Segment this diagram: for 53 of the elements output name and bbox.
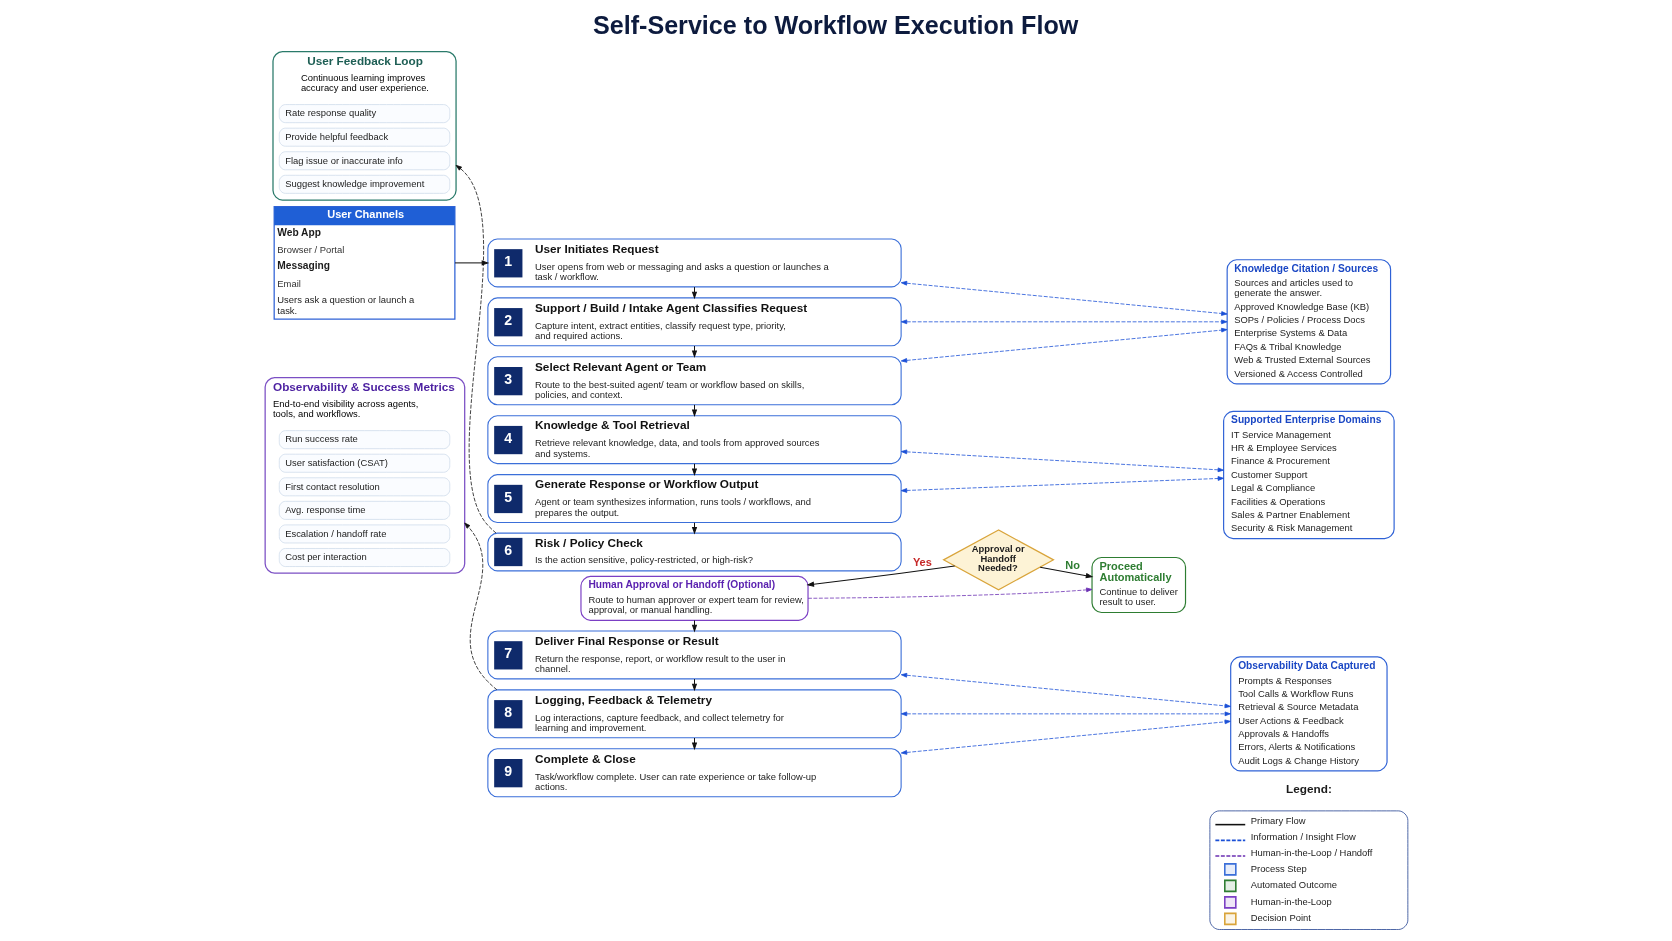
node-box: 7 Deliver Final Response or Result Return the response, report, or workflow result to the user in channel. (486, 630, 902, 680)
node-box: Knowledge Citation / Sources Sources and articles used to generate the answer. Approved Knowledge Base (KB) SOPs / Policies / Process Docs Enterprise Systems & Data FAQs & Tribal Knowledge Web & Trusted External Sources Versioned & Access Controlled (1226, 259, 1391, 385)
node-box: 9 Complete & Close Task/workflow complete. User can rate experience or take follow-up actions. (486, 748, 902, 798)
node-box: Human Approval or Handoff (Optional) Route to human approver or expert team for review, approval, or manual handling. (579, 575, 809, 621)
node-box: First contact resolution (278, 477, 450, 497)
node-box: Provide helpful feedback (278, 127, 450, 147)
arrow (900, 449, 1224, 473)
edge-label: No (1064, 558, 1080, 571)
arrow (806, 565, 955, 587)
node-box: 1 User Initiates Request User opens from web or messaging and asks a question or launches a task / workflow. (486, 238, 902, 288)
arrow (691, 678, 697, 692)
arrow (900, 476, 1224, 493)
node-box: Observability Data Captured Prompts & Responses Tool Calls & Workflow Runs Retrieval & Source Metadata User Actions & Feedback Approvals & Handoffs Errors, Alerts & Notifications Audit Logs & Change History (1229, 656, 1388, 772)
node-box: Flag issue or inaccurate info (278, 151, 450, 171)
node-box: 5 Generate Response or Workflow Output Agent or team synthesizes information, runs tools / workflows, and prepares the output. (486, 474, 902, 524)
node-diamond: Approval or Handoff Needed? (941, 529, 1055, 591)
arrow (455, 164, 496, 534)
label: Legend: (1285, 781, 1332, 795)
arrow (900, 319, 1227, 325)
arrow (807, 587, 1092, 599)
arrow (691, 286, 697, 300)
legend-label: Human-in-the-Loop / Handoff (1250, 846, 1372, 858)
legend-label: Human-in-the-Loop (1250, 895, 1332, 907)
node-box: Supported Enterprise Domains IT Service Management HR & Employee Services Finance & Procurement Customer Support Legal & Compliance Facilities & Operations Sales & Partner Enablement Security & Risk Management (1222, 410, 1395, 540)
node-box: Rate response quality (278, 104, 450, 124)
arrow (900, 719, 1231, 755)
node-box: 6 Risk / Policy Check Is the action sensitive, policy-restricted, or high-risk? (486, 532, 902, 572)
arrow (1039, 566, 1093, 579)
node-box: Suggest knowledge improvement (278, 174, 450, 194)
diagram-title: Self-Service to Workflow Execution Flow (592, 10, 1078, 39)
node-box: 2 Support / Build / Intake Agent Classifies Request Capture intent, extract entities, classify request type, priority, and required actions. (486, 297, 902, 347)
legend-label: Process Step (1250, 862, 1307, 874)
legend-label: Information / Insight Flow (1250, 831, 1356, 843)
legend-label: Automated Outcome (1250, 879, 1337, 891)
node-box: 3 Select Relevant Agent or Team Route to the best-suited agent/ team or workflow based on skills, policies, and context. (486, 356, 902, 406)
arrow (900, 327, 1227, 363)
arrow (691, 619, 697, 633)
node-box: Proceed Automatically Continue to deliver result to user. (1090, 556, 1186, 614)
arrow (463, 522, 497, 691)
legend-label: Decision Point (1250, 912, 1311, 924)
node-box: Cost per interaction (278, 548, 450, 567)
node-box: 8 Logging, Feedback & Telemetry Log interactions, capture feedback, and collect telemetry for learning and improvement. (486, 689, 902, 739)
arrow (900, 672, 1231, 709)
node-box: User satisfaction (CSAT) (278, 453, 450, 473)
arrow (454, 260, 489, 266)
node-box: Run success rate (278, 430, 450, 450)
edge-label: Yes (912, 555, 932, 568)
legend-label: Primary Flow (1250, 815, 1306, 827)
node-box: Avg. response time (278, 500, 450, 520)
arrow (900, 280, 1227, 316)
node-box: Escalation / handoff rate (278, 524, 450, 544)
arrow (900, 711, 1231, 717)
node-box: 4 Knowledge & Tool Retrieval Retrieve relevant knowledge, data, and tools from approved sources and systems. (486, 415, 902, 465)
